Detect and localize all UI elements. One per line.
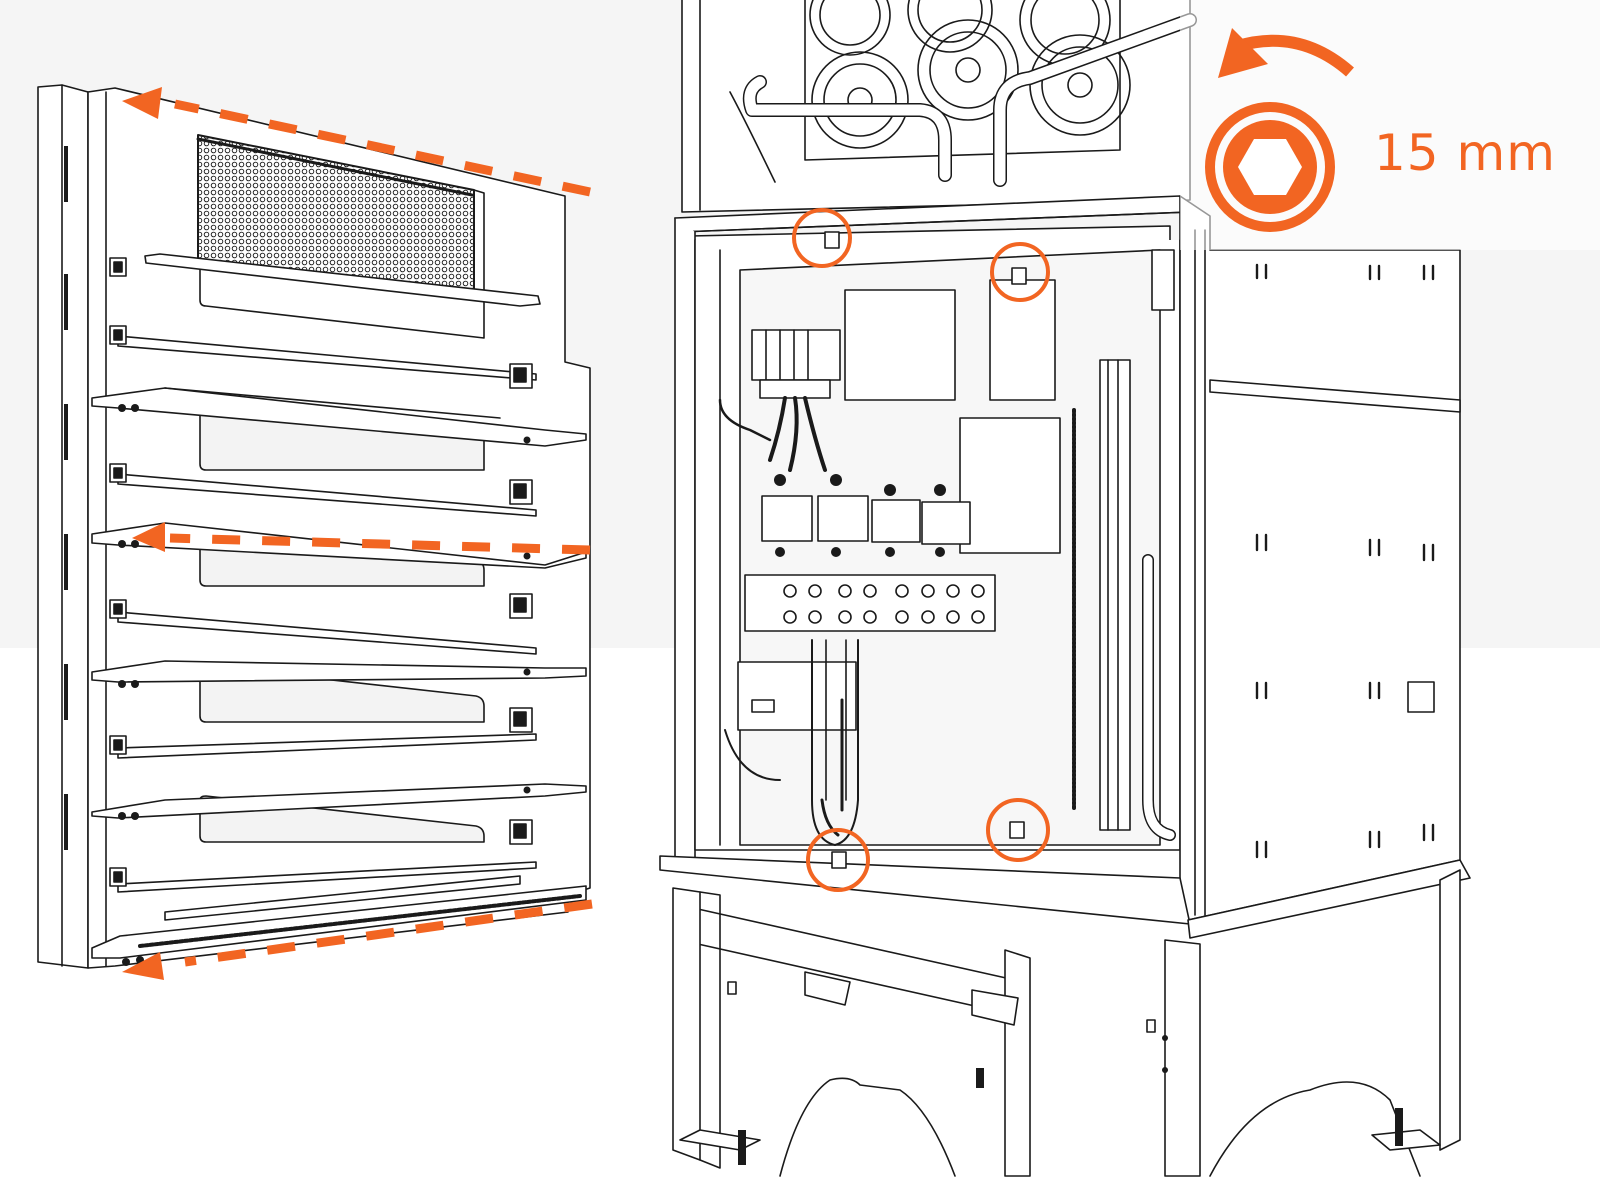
- latch-icon: [509, 593, 533, 619]
- arrowhead-icon: [122, 952, 164, 980]
- socket-size-label: 15 mm: [1374, 124, 1556, 182]
- removal-arrow-bottom: [122, 899, 593, 980]
- panel-bolts: [118, 404, 531, 966]
- fastener-markers: [792, 208, 1050, 892]
- panel-latches: [109, 257, 533, 887]
- latch-icon: [509, 479, 533, 505]
- fan-icon: [917, 19, 1019, 121]
- latch-icon: [109, 735, 127, 755]
- fastener-bolts: [824, 231, 1027, 869]
- removal-arrow-middle: [132, 522, 591, 555]
- fan-icon: [809, 0, 891, 56]
- latch-icon: [109, 325, 127, 345]
- fastener-marker-top-left: [792, 208, 852, 268]
- latch-icon: [109, 257, 127, 277]
- arrowhead-icon: [122, 87, 162, 119]
- latch-icon: [109, 867, 127, 887]
- latch-icon: [109, 463, 127, 483]
- perforated-vent-grille: [196, 134, 485, 339]
- hex-socket-icon: [1205, 102, 1335, 232]
- fastener-marker-bottom-right: [986, 798, 1050, 862]
- fastener-marker-bottom-left: [806, 828, 870, 892]
- fan-icon: [907, 0, 993, 53]
- rotate-counterclockwise-arrow-icon: [1218, 28, 1354, 78]
- cabinet-internals: [718, 249, 1176, 846]
- fan-module: [681, 0, 1197, 213]
- removal-arrow-top: [122, 87, 591, 197]
- latch-icon: [509, 707, 533, 733]
- fastener-marker-top-right: [990, 242, 1050, 302]
- panel-side-flange: [37, 84, 89, 969]
- arrowhead-icon: [132, 522, 165, 552]
- cabinet-side-panel: [1179, 195, 1461, 921]
- latch-icon: [509, 819, 533, 845]
- cabinet-stand: [659, 855, 1471, 1177]
- breaker-block: [751, 329, 841, 399]
- latch-icon: [109, 599, 127, 619]
- latch-icon: [509, 363, 533, 389]
